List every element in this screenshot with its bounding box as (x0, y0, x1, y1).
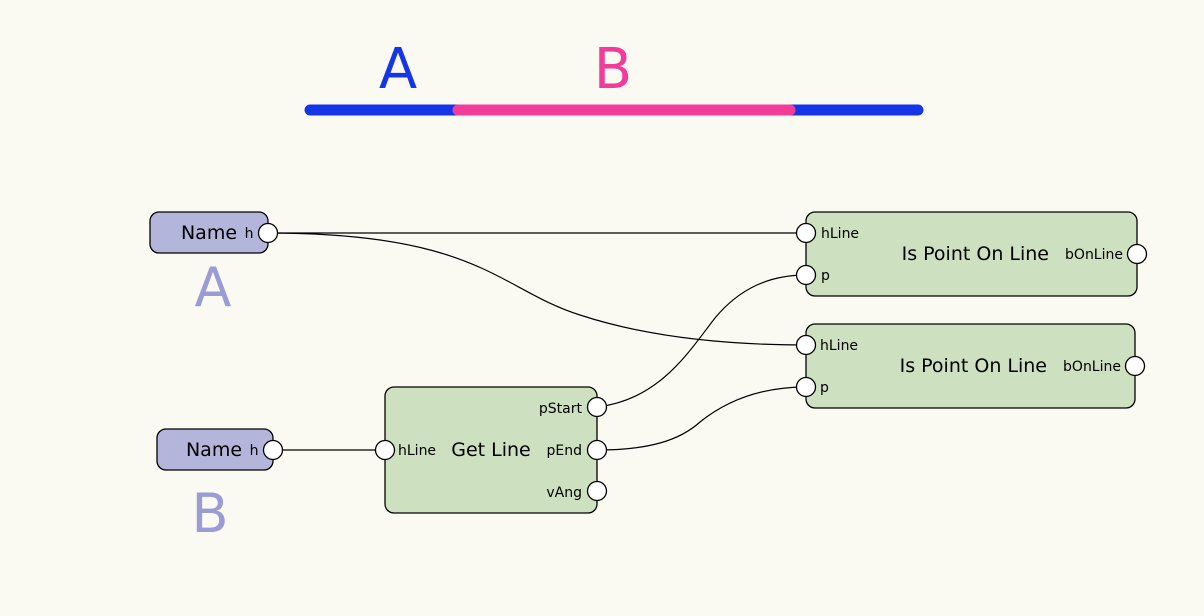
is-point-on-line-node-2[interactable]: hLine p Is Point On Line bOnLine (795, 323, 1146, 409)
name-node-a[interactable]: Name h A (149, 211, 279, 319)
is-point-1-in-port-hline[interactable] (795, 222, 817, 244)
is-point-2-title: Is Point On Line (900, 355, 1047, 377)
wire-name-a-to-ispoint2-hline[interactable] (267, 232, 807, 346)
get-line-out-port-label-pstart: pStart (539, 401, 583, 417)
is-point-2-in-port-label-p: p (820, 380, 829, 396)
name-node-b-title: Name (186, 439, 242, 461)
name-node-b[interactable]: Name h B (156, 428, 284, 545)
name-node-b-caption: B (191, 482, 228, 545)
wire-pstart-to-ispoint1-p[interactable] (596, 274, 807, 408)
get-line-in-port[interactable] (374, 439, 396, 461)
get-line-out-port-label-vang: vAng (546, 485, 582, 501)
get-line-in-port-label: hLine (398, 443, 436, 459)
get-line-out-port-pend[interactable] (586, 439, 608, 461)
name-node-b-out-port[interactable] (262, 439, 284, 461)
is-point-1-in-port-label-hline: hLine (821, 226, 859, 242)
is-point-2-in-port-hline[interactable] (795, 334, 817, 356)
is-point-2-out-port[interactable] (1124, 355, 1146, 377)
name-node-a-port-label: h (245, 226, 254, 242)
get-line-out-port-vang[interactable] (586, 480, 608, 502)
is-point-1-out-port-label: bOnLine (1065, 247, 1123, 263)
wire-pend-to-ispoint2-p[interactable] (596, 386, 807, 451)
wires (267, 232, 807, 451)
is-point-1-in-port-label-p: p (821, 268, 830, 284)
is-point-1-title: Is Point On Line (902, 243, 1049, 265)
get-line-title: Get Line (451, 439, 531, 461)
is-point-1-out-port[interactable] (1126, 243, 1148, 265)
is-point-1-in-port-p[interactable] (795, 264, 817, 286)
get-line-out-port-pstart[interactable] (586, 396, 608, 418)
name-node-a-out-port[interactable] (257, 222, 279, 244)
is-point-2-in-port-label-hline: hLine (820, 338, 858, 354)
is-point-2-out-port-label: bOnLine (1063, 359, 1121, 375)
legend-label-b: B (594, 37, 632, 102)
is-point-on-line-node-1[interactable]: hLine p Is Point On Line bOnLine (795, 211, 1148, 297)
is-point-2-in-port-p[interactable] (795, 376, 817, 398)
name-node-a-title: Name (181, 222, 237, 244)
name-node-a-caption: A (195, 256, 232, 319)
get-line-node[interactable]: hLine Get Line pStart pEnd vAng (374, 386, 608, 514)
get-line-out-port-label-pend: pEnd (547, 443, 583, 459)
legend-label-a: A (379, 37, 417, 102)
segment-legend: A B (304, 37, 924, 116)
name-node-b-port-label: h (250, 443, 259, 459)
